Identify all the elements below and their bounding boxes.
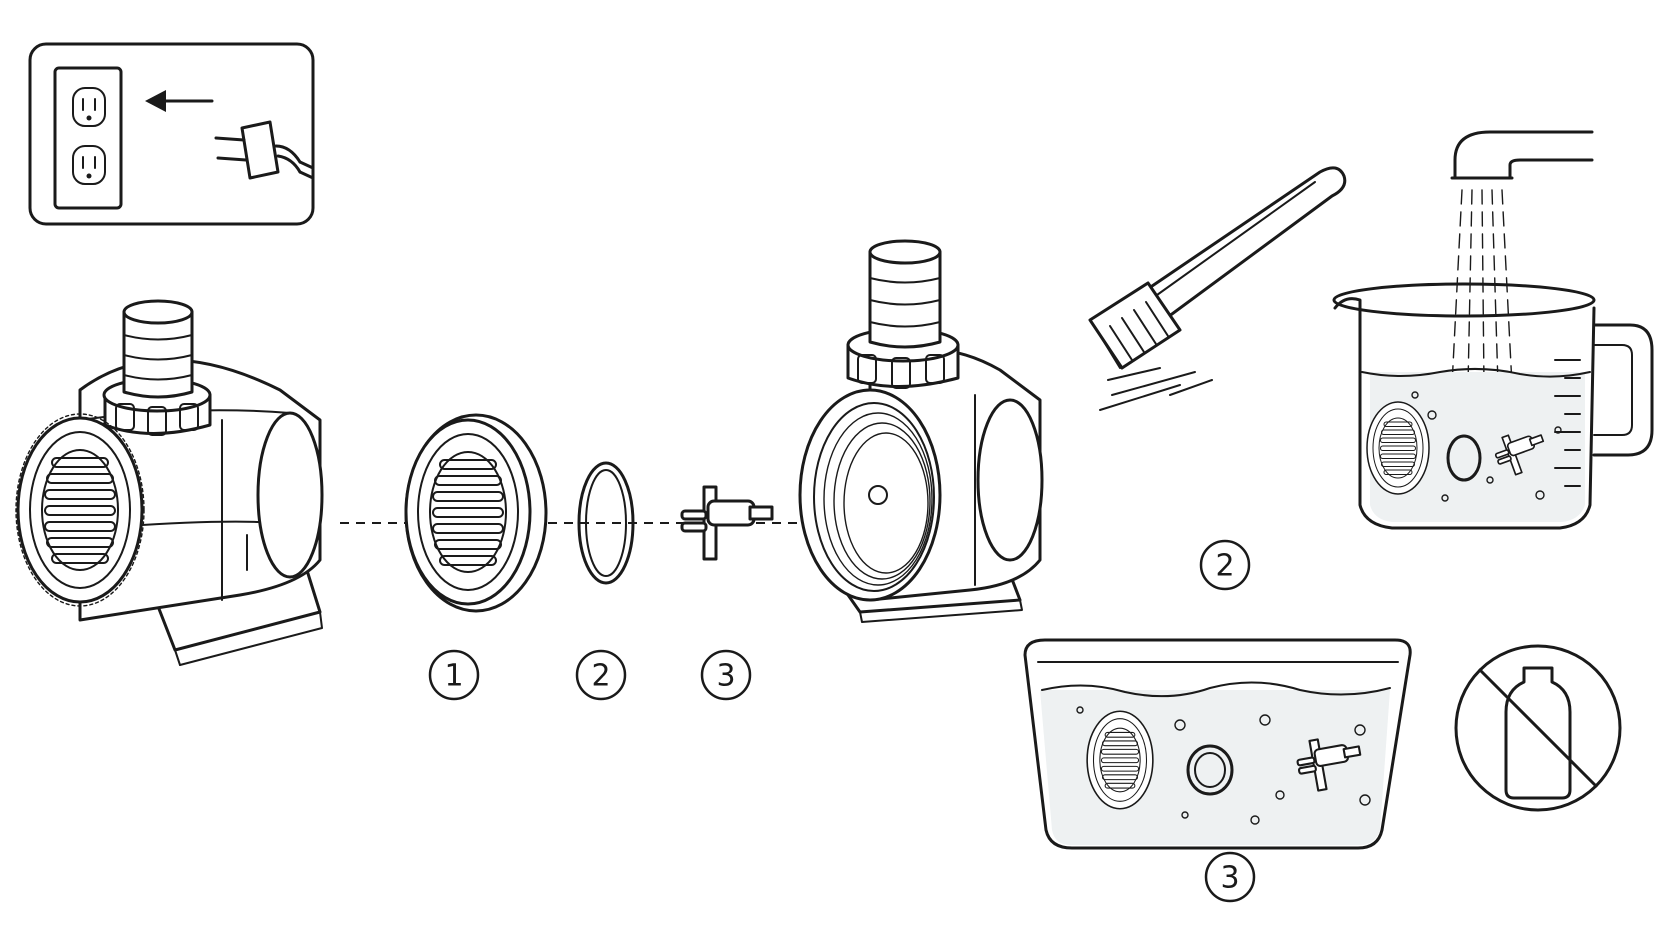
o-ring bbox=[577, 461, 635, 585]
svg-text:2: 2 bbox=[591, 659, 610, 694]
callout-3-parts: 3 bbox=[700, 649, 752, 701]
callout-2-rinse: 2 bbox=[1199, 539, 1251, 591]
callout-3-soak: 3 bbox=[1204, 851, 1256, 903]
brush-icon bbox=[1088, 166, 1347, 411]
wall-outlet bbox=[53, 66, 123, 210]
measuring-jug-icon bbox=[1332, 282, 1654, 530]
svg-text:1: 1 bbox=[444, 659, 463, 694]
svg-text:3: 3 bbox=[716, 659, 735, 694]
svg-text:2: 2 bbox=[1215, 549, 1234, 584]
unplug-icon bbox=[28, 42, 315, 226]
no-chemicals-icon bbox=[1454, 644, 1622, 812]
open-pump-housing bbox=[798, 239, 1044, 623]
plug-icon bbox=[214, 120, 315, 180]
soak-tray-icon bbox=[1023, 638, 1412, 850]
faucet-icon bbox=[1450, 130, 1594, 386]
filter-cover bbox=[404, 413, 548, 613]
callout-1: 1 bbox=[428, 649, 480, 701]
svg-text:3: 3 bbox=[1220, 861, 1239, 896]
assembled-pump bbox=[15, 299, 324, 666]
callout-2-parts: 2 bbox=[575, 649, 627, 701]
